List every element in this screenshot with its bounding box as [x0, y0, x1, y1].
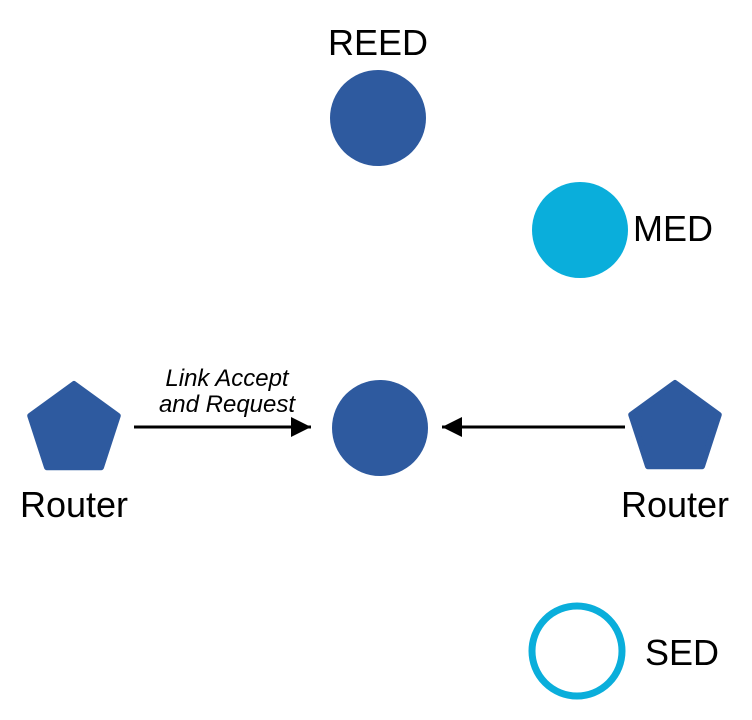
edge-left-arrow: Link Accept and Request	[134, 365, 311, 437]
router-left-label: Router	[20, 484, 128, 525]
router-right-pentagon	[628, 380, 722, 470]
center-circle	[332, 380, 428, 476]
sed-circle	[528, 602, 626, 700]
med-label: MED	[633, 208, 713, 249]
node-router-left: Router	[20, 381, 128, 525]
reed-circle	[330, 70, 426, 166]
reed-label: REED	[328, 22, 428, 63]
node-med: MED	[532, 182, 713, 278]
left-arrow-label-line2: and Request	[159, 391, 296, 418]
router-right-label: Router	[621, 484, 729, 525]
node-center	[332, 380, 428, 476]
router-left-pentagon	[27, 381, 121, 471]
left-arrow-label-line1: Link Accept	[165, 365, 290, 392]
node-reed: REED	[328, 22, 428, 166]
node-sed: SED	[528, 602, 719, 700]
med-circle	[532, 182, 628, 278]
node-router-right: Router	[621, 380, 729, 525]
sed-label: SED	[645, 632, 719, 673]
